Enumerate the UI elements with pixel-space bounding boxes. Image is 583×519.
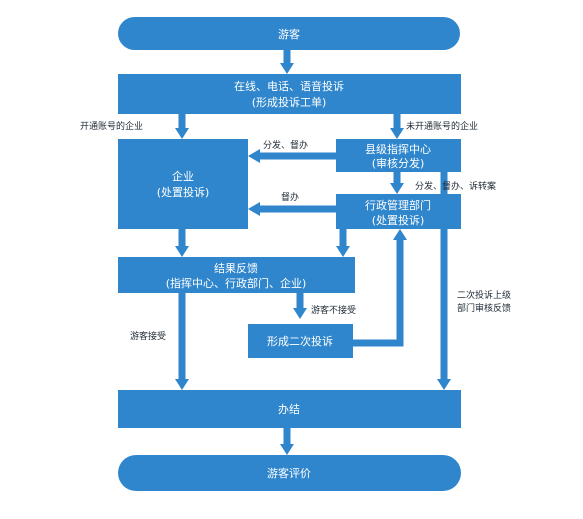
edge-admin-to-feedback (336, 229, 350, 257)
label-supervise: 督办 (281, 191, 299, 203)
label-visitor-accept: 游客接受 (130, 330, 166, 342)
label-distribute-supervise-transfer: 分发、督办、诉转案 (415, 180, 496, 192)
edge-county-to-enterprise (248, 149, 336, 163)
node-second-complaint-label: 形成二次投诉 (267, 334, 333, 348)
node-intake-label-2: (形成投诉工单) (252, 95, 327, 109)
edge-county-to-admin (390, 172, 404, 194)
node-county-label-2: (审核分发) (372, 156, 425, 170)
node-enterprise-label-1: 企业 (172, 169, 194, 183)
node-visitor-label: 游客 (278, 27, 300, 41)
node-feedback-label-1: 结果反馈 (214, 262, 258, 275)
node-admin-dept: 行政管理部门 (处置投诉) (336, 194, 461, 229)
edge-visitor-to-intake (280, 50, 294, 74)
node-admin-label-1: 行政管理部门 (365, 198, 431, 212)
edge-resolved-to-evaluation (280, 428, 294, 455)
label-with-account: 开通账号的企业 (80, 120, 143, 132)
edge-intake-to-enterprise (175, 114, 189, 139)
edge-feedback-to-second-complaint (293, 293, 307, 319)
label-second-review-1: 二次投诉上级 (457, 289, 511, 301)
label-distribute-supervise: 分发、督办 (263, 139, 308, 151)
node-resolved: 办结 (118, 390, 461, 428)
node-evaluation: 游客评价 (118, 455, 461, 491)
edge-feedback-to-resolved (175, 293, 189, 390)
node-second-complaint: 形成二次投诉 (248, 324, 353, 358)
node-intake: 在线、电话、语音投诉 (形成投诉工单) (118, 74, 461, 114)
edge-second-complaint-to-admin (353, 229, 407, 347)
node-county-label-1: 县级指挥中心 (365, 142, 431, 156)
edge-intake-to-county (390, 114, 404, 139)
node-feedback: 结果反馈 (指挥中心、行政部门、企业) (118, 257, 355, 293)
label-without-account: 未开通账号的企业 (406, 120, 478, 132)
edge-enterprise-to-feedback (175, 229, 189, 257)
node-admin-label-2: (处置投诉) (372, 213, 425, 227)
label-second-review-2: 部门审核反馈 (457, 302, 511, 314)
node-county-center: 县级指挥中心 (审核分发) (336, 139, 461, 172)
edge-admin-to-enterprise (248, 202, 336, 216)
label-visitor-not-accept: 游客不接受 (311, 304, 356, 316)
node-intake-label-1: 在线、电话、语音投诉 (234, 79, 344, 93)
node-enterprise-label-2: (处置投诉) (157, 185, 210, 199)
node-resolved-label: 办结 (278, 403, 300, 416)
node-evaluation-label: 游客评价 (267, 466, 311, 480)
node-feedback-label-2: (指挥中心、行政部门、企业) (166, 276, 307, 290)
node-visitor: 游客 (118, 17, 460, 50)
node-enterprise: 企业 (处置投诉) (118, 139, 248, 229)
